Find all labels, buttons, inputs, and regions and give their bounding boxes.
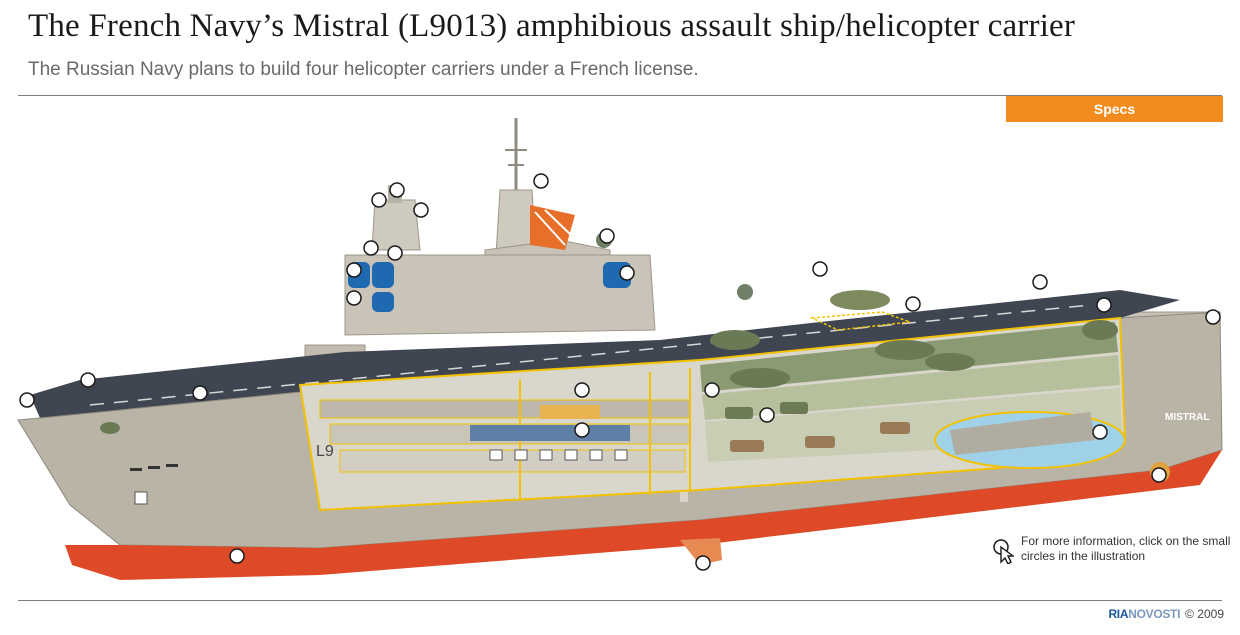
circle-marker-icon[interactable] — [346, 262, 362, 278]
copyright-text: © 2009 — [1185, 607, 1224, 621]
circle-marker-icon[interactable] — [704, 382, 720, 398]
specs-button[interactable]: Specs — [1006, 96, 1223, 122]
circle-marker-icon[interactable] — [363, 240, 379, 256]
circle-marker-icon[interactable] — [599, 228, 615, 244]
circle-marker-icon[interactable] — [80, 372, 96, 388]
circle-marker-icon[interactable] — [1092, 424, 1108, 440]
circle-marker-icon[interactable] — [619, 265, 635, 281]
bottom-divider — [18, 600, 1222, 601]
circle-marker-icon[interactable] — [695, 555, 711, 571]
circle-marker-icon[interactable] — [1096, 297, 1112, 313]
ship-cutaway-illustration: L9 MISTRAL — [17, 118, 1223, 580]
circle-marker-icon[interactable] — [192, 385, 208, 401]
hull-number-label: L9 — [316, 443, 334, 460]
circle-marker-icon[interactable] — [1151, 467, 1167, 483]
circle-marker-icon[interactable] — [371, 192, 387, 208]
info-note: For more information, click on the small… — [988, 534, 1238, 570]
top-divider — [18, 95, 1222, 96]
circle-marker-icon[interactable] — [1205, 309, 1221, 325]
circle-marker-icon[interactable] — [533, 173, 549, 189]
credit-line: RIANOVOSTI © 2009 — [1108, 607, 1224, 621]
page-title: The French Navy’s Mistral (L9013) amphib… — [28, 8, 1076, 44]
circle-marker-icon[interactable] — [229, 548, 245, 564]
page-subtitle: The Russian Navy plans to build four hel… — [28, 59, 699, 80]
info-note-text: For more information, click on the small… — [1021, 534, 1231, 563]
circle-marker-icon[interactable] — [346, 290, 362, 306]
cursor-hand-icon — [993, 539, 1014, 564]
circle-marker-icon[interactable] — [812, 261, 828, 277]
circle-marker-icon[interactable] — [413, 202, 429, 218]
hotspots — [19, 173, 1221, 571]
circle-marker-icon[interactable] — [1032, 274, 1048, 290]
embarked-vehicles — [725, 402, 910, 452]
circle-marker-icon[interactable] — [905, 296, 921, 312]
circle-marker-icon[interactable] — [19, 392, 35, 408]
ship-name-label: MISTRAL — [1165, 412, 1209, 423]
brand-logo: RIANOVOSTI — [1108, 607, 1181, 621]
embarked-helicopters — [100, 290, 1118, 434]
circle-marker-icon[interactable] — [574, 382, 590, 398]
circle-marker-icon[interactable] — [574, 422, 590, 438]
circle-marker-icon[interactable] — [387, 245, 403, 261]
circle-marker-icon[interactable] — [389, 182, 405, 198]
circle-marker-icon[interactable] — [759, 407, 775, 423]
